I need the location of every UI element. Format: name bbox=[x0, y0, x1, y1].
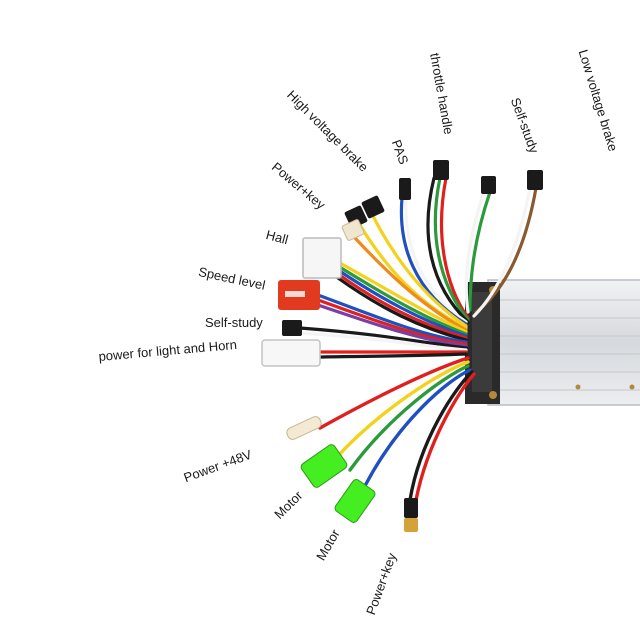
wire-speed-blue bbox=[316, 293, 468, 344]
wire-powerkey-black bbox=[408, 370, 474, 502]
connector-light-horn bbox=[261, 339, 321, 367]
wire-selfleft-white bbox=[298, 331, 468, 352]
wire-hall-green bbox=[336, 264, 468, 336]
wire-low-brake-white bbox=[472, 186, 532, 318]
wire-selfstudy-white bbox=[464, 190, 486, 314]
wire-selfleft-black bbox=[298, 326, 468, 350]
wire-hall-red bbox=[336, 272, 468, 340]
wire-hvbrake-yellow bbox=[370, 212, 468, 328]
wire-powerkey-red bbox=[414, 372, 476, 502]
connector-throttle bbox=[433, 160, 449, 180]
upper-wires bbox=[298, 176, 538, 359]
wire-powerkey-orange bbox=[353, 236, 468, 332]
connectors bbox=[261, 160, 543, 532]
connector-power-key-sleeve bbox=[341, 219, 365, 241]
wire-selfstudy-green bbox=[468, 190, 492, 312]
wire-48v-red bbox=[318, 356, 470, 430]
connector-self-study-left bbox=[282, 320, 302, 336]
wire-hall-yellow bbox=[336, 260, 468, 334]
wire-hall-blue bbox=[336, 268, 468, 338]
label-self-study-left: Self-study bbox=[205, 315, 263, 330]
wire-motor-blue bbox=[364, 368, 472, 486]
wire-speed-red bbox=[316, 298, 468, 346]
connector-motor-1 bbox=[300, 444, 348, 488]
lower-wires bbox=[318, 356, 476, 502]
wire-pas-white bbox=[404, 196, 468, 324]
connector-hall bbox=[302, 237, 342, 279]
wire-throttle-red bbox=[439, 176, 470, 320]
connector-power-key-bottom bbox=[404, 498, 418, 518]
connector-motor-2 bbox=[334, 479, 376, 523]
wire-hall-black bbox=[336, 276, 468, 342]
wire-motor-yellow bbox=[334, 360, 470, 460]
wire-light-black bbox=[316, 352, 468, 359]
wire-throttle-black bbox=[426, 176, 470, 324]
connector-low-brake bbox=[527, 170, 543, 190]
connector-self-study-top bbox=[481, 176, 496, 194]
connector-power-key-bottom-tip bbox=[404, 518, 418, 532]
wire-throttle-green bbox=[433, 176, 470, 322]
connector-48v bbox=[286, 416, 322, 440]
wire-motor-green bbox=[348, 364, 470, 472]
connector-hv-brake bbox=[361, 195, 385, 219]
wire-speed-purple bbox=[316, 303, 468, 348]
connector-pas bbox=[399, 178, 411, 200]
